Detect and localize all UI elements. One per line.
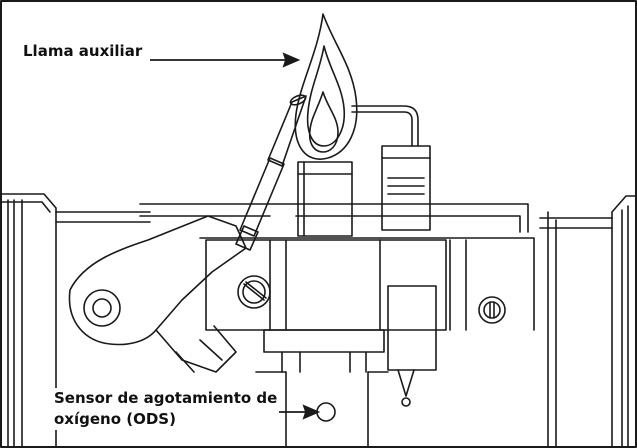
pilot-flame [294, 13, 358, 160]
ignition-electrode [351, 105, 437, 407]
pilot-flame-label: Llama auxiliar [21, 41, 145, 62]
pilot-flame-arrowhead [282, 52, 301, 68]
bracket-screw [237, 275, 271, 309]
front-bracket [205, 239, 467, 353]
ods-arrowhead [302, 404, 321, 420]
ods-sensor-label-line1: Sensor de agotamiento de [54, 389, 278, 407]
lower-housing [255, 371, 389, 448]
right-screw [478, 296, 506, 324]
mounting-plate [139, 203, 535, 331]
left-back-panel [0, 193, 151, 448]
thermocouple-tube [235, 94, 307, 251]
right-back-panel [539, 195, 637, 448]
gas-tubes [281, 351, 367, 373]
pilot-burner [297, 161, 353, 237]
ods-sensor-label: Sensor de agotamiento de oxígeno (ODS) [52, 388, 280, 430]
left-bracket-arm [68, 215, 247, 373]
ods-sensor-label-line2: oxígeno (ODS) [54, 410, 176, 428]
